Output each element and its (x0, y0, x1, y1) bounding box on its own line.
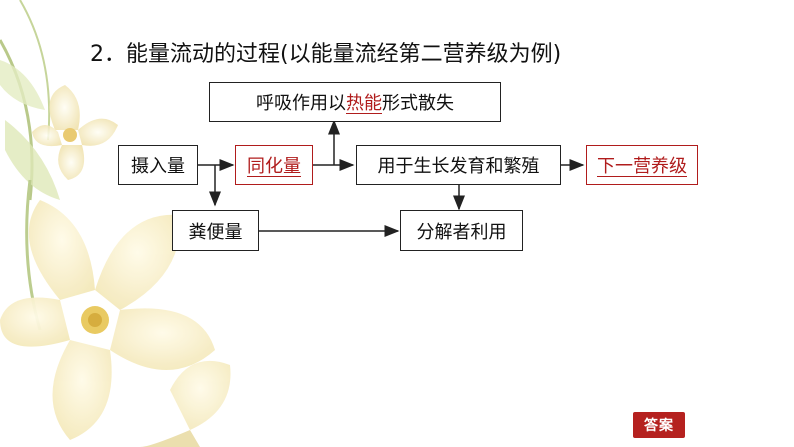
heat-energy-answer: 热能 (346, 93, 382, 114)
section-title: 2．能量流动的过程(以能量流经第二营养级为例) (90, 42, 562, 67)
respiration-heat-box: 呼吸作用以热能形式散失 (209, 82, 501, 122)
growth-label: 用于生长发育和繁殖 (377, 156, 540, 177)
respiration-prefix: 呼吸作用以 (256, 93, 346, 114)
decomposer-label: 分解者利用 (416, 221, 507, 243)
decomposer-box: 分解者利用 (400, 210, 523, 251)
assimilation-box: 同化量 (235, 145, 313, 185)
respiration-suffix: 形式散失 (382, 93, 454, 114)
intake-label: 摄入量 (131, 156, 185, 177)
intake-box: 摄入量 (118, 145, 198, 185)
feces-box: 粪便量 (172, 210, 259, 251)
next-level-label: 下一营养级 (597, 156, 687, 177)
assimilation-label: 同化量 (247, 156, 301, 177)
answer-button[interactable]: 答案 (633, 412, 685, 438)
growth-reproduction-box: 用于生长发育和繁殖 (356, 145, 561, 185)
next-trophic-level-box: 下一营养级 (586, 145, 698, 185)
feces-label: 粪便量 (188, 221, 243, 243)
